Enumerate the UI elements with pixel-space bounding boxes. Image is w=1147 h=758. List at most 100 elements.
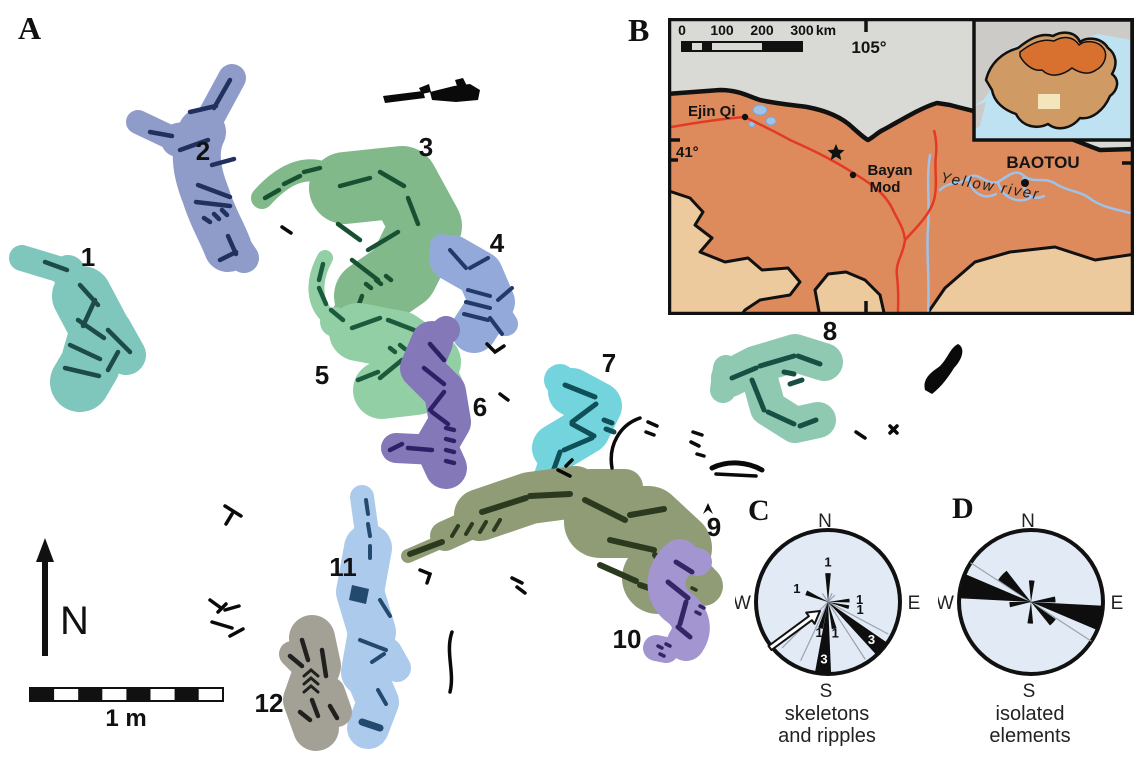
inset-highlight-box	[1038, 94, 1060, 109]
rose-c-caption-2: and ripples	[778, 725, 876, 747]
rose-wedge	[1027, 602, 1034, 624]
compass-e: E	[908, 593, 921, 614]
rose-wedge-count: 1	[824, 554, 831, 569]
bones	[729, 353, 823, 429]
skeleton-12: 12	[255, 615, 352, 751]
rose-wedge	[828, 598, 850, 603]
bones	[287, 637, 340, 723]
skeleton-number-label: 5	[315, 360, 329, 390]
scale-tick-300: 300	[790, 22, 814, 38]
rose-wedge	[805, 590, 828, 602]
scale-tick-100: 100	[710, 22, 734, 38]
scale-unit: km	[816, 22, 836, 38]
skeleton-number-label: 3	[419, 132, 433, 162]
rose-wedge	[828, 602, 888, 656]
skeleton-8: 8	[710, 316, 843, 443]
bones	[262, 165, 421, 321]
ejin-qi-label: Ejin Qi	[688, 103, 736, 120]
compass-e: E	[1111, 593, 1124, 614]
rose-wedge	[1031, 602, 1056, 626]
rose-wedge	[1031, 602, 1103, 631]
rose-d-wedges	[959, 562, 1103, 642]
rose-wedge-count: 1	[856, 592, 863, 607]
rose-wedge	[998, 570, 1031, 602]
bones	[656, 559, 706, 658]
longitude-label: 105°	[851, 38, 886, 57]
rose-d-caption-2: elements	[989, 725, 1070, 747]
rose-wedge-count: 1	[793, 581, 800, 596]
skeleton-number-label: 9	[707, 512, 721, 542]
compass-w: W	[938, 593, 954, 614]
bayan-mod-label-1: Bayan	[867, 162, 912, 179]
rose-wedge	[1031, 596, 1056, 603]
baotou-dot	[1021, 179, 1029, 187]
rose-wedge-count: 1	[832, 626, 839, 641]
rose-wedge	[818, 602, 828, 629]
bayan-mod-label-2: Mod	[870, 179, 901, 196]
bayan-mod-dot	[849, 171, 857, 179]
bones	[448, 248, 514, 336]
rose-wedge-count: 3	[820, 652, 827, 667]
skeleton-2: 2	[126, 64, 259, 273]
panel-d-letter: D	[952, 492, 974, 525]
paleocurrent-arrow	[767, 610, 821, 651]
skeleton-6: 6	[381, 316, 487, 489]
north-arrow: N	[36, 538, 89, 656]
compass-n: N	[1021, 511, 1035, 532]
bones	[147, 77, 239, 263]
rose-wedge-count: 1	[815, 625, 822, 640]
skeleton-number-label: 2	[196, 136, 210, 166]
skeleton-number-label: 7	[602, 348, 616, 378]
skeleton-number-label: 6	[473, 392, 487, 422]
skeleton-11: 11	[329, 485, 411, 749]
panel-d-rose-diagram: N E S W isolated elements	[938, 511, 1124, 747]
rose-wedge	[959, 573, 1031, 602]
compass-w: W	[735, 593, 751, 614]
rose-wedge	[828, 602, 837, 630]
skeleton-number-label: 8	[823, 316, 837, 346]
inset-inner-mongolia	[1019, 36, 1107, 76]
compass-s: S	[1023, 681, 1036, 702]
ejin-qi-dot	[741, 113, 749, 121]
compass-s: S	[820, 681, 833, 702]
rose-wedge	[1009, 602, 1031, 608]
panel-c-letter: C	[748, 494, 770, 527]
rose-d-caption-1: isolated	[996, 703, 1065, 725]
bones	[349, 498, 392, 732]
skeleton-3: 3	[251, 132, 462, 341]
compass-n: N	[818, 511, 832, 532]
scale-tick-200: 200	[750, 22, 774, 38]
scale-tick-0: 0	[678, 22, 686, 38]
panel-a-letter: A	[18, 10, 42, 46]
skeleton-number-label: 10	[613, 624, 642, 654]
skeleton-1: 1	[9, 242, 146, 412]
panel-b-border	[668, 18, 1134, 315]
skeleton-number-label: 1	[81, 242, 95, 272]
china-inset-map	[972, 18, 1134, 142]
bones	[42, 259, 133, 379]
scale-bar: 1 m	[29, 687, 224, 732]
isolated-bone-fragments	[208, 78, 963, 694]
skeleton-number-label: 4	[490, 228, 505, 258]
rose-c-caption-1: skeletons	[785, 703, 870, 725]
rose-wedge	[825, 573, 831, 602]
latitude-label: 41°	[676, 144, 699, 161]
scale-bar-label: 1 m	[105, 705, 146, 732]
graticule-ticks	[670, 20, 1132, 313]
skeleton-7: 7	[530, 348, 622, 501]
study-site-star	[827, 144, 845, 161]
skeleton-4: 4	[429, 228, 518, 353]
skeleton-number-label: 11	[329, 552, 357, 582]
lakes	[748, 104, 777, 128]
rivers	[926, 153, 1134, 315]
skeleton-number-label: 12	[255, 688, 284, 718]
map-scale-bar: 0 100 200 300 km	[678, 22, 836, 52]
skeleton-10: 10	[613, 539, 712, 663]
north-arrow-label: N	[60, 599, 89, 643]
rose-wedge-count: 3	[868, 632, 875, 647]
baotou-label: BAOTOU	[1006, 153, 1079, 172]
rose-wedge	[814, 602, 832, 674]
